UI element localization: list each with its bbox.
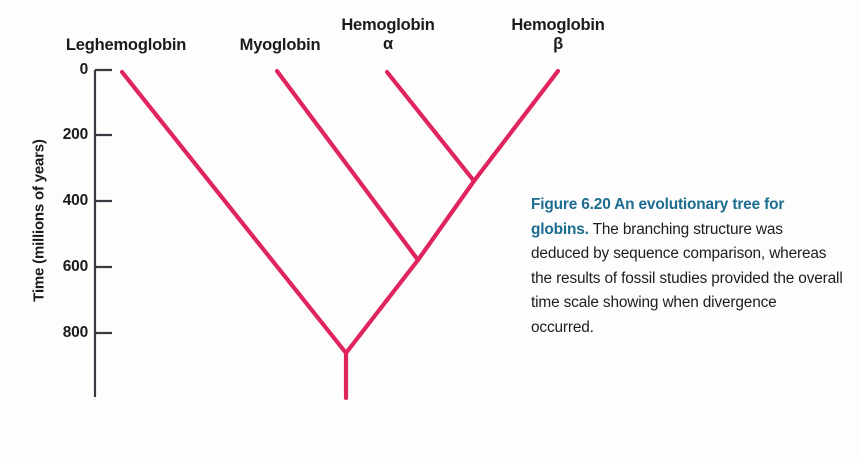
branch-myoglobin [274,68,421,263]
tip-label-myoglobin: Myoglobin [239,36,321,54]
tree-branches [119,68,561,401]
figure-caption-body: The branching structure was deduced by s… [531,220,843,336]
tip-label-hemoglobin-alpha: Hemoglobin α [341,16,435,53]
tip-label-leghemoglobin: Leghemoglobin [65,36,187,54]
y-tick-label-400: 400 [62,192,88,209]
y-tick-label-0: 0 [79,61,89,78]
tip-label-hemoglobin-beta: Hemoglobin β [511,16,605,53]
y-tick-label-200: 200 [62,126,88,143]
y-tick-label-600: 600 [62,258,88,275]
branch-node-to-hemoglobin-node [415,178,477,263]
branch-root-to-myoglobin-node [343,257,421,356]
y-tick-label-800: 800 [62,324,88,341]
figure-caption-title: Figure 6.20 An evolutionary tree for glo… [531,196,785,238]
branch-hemoglobin-beta [471,68,561,184]
figure-caption: Figure 6.20 An evolutionary tree for glo… [531,193,843,341]
branch-hemoglobin-alpha [384,69,477,184]
branch-leghemoglobin [119,69,349,356]
y-axis [93,68,112,397]
